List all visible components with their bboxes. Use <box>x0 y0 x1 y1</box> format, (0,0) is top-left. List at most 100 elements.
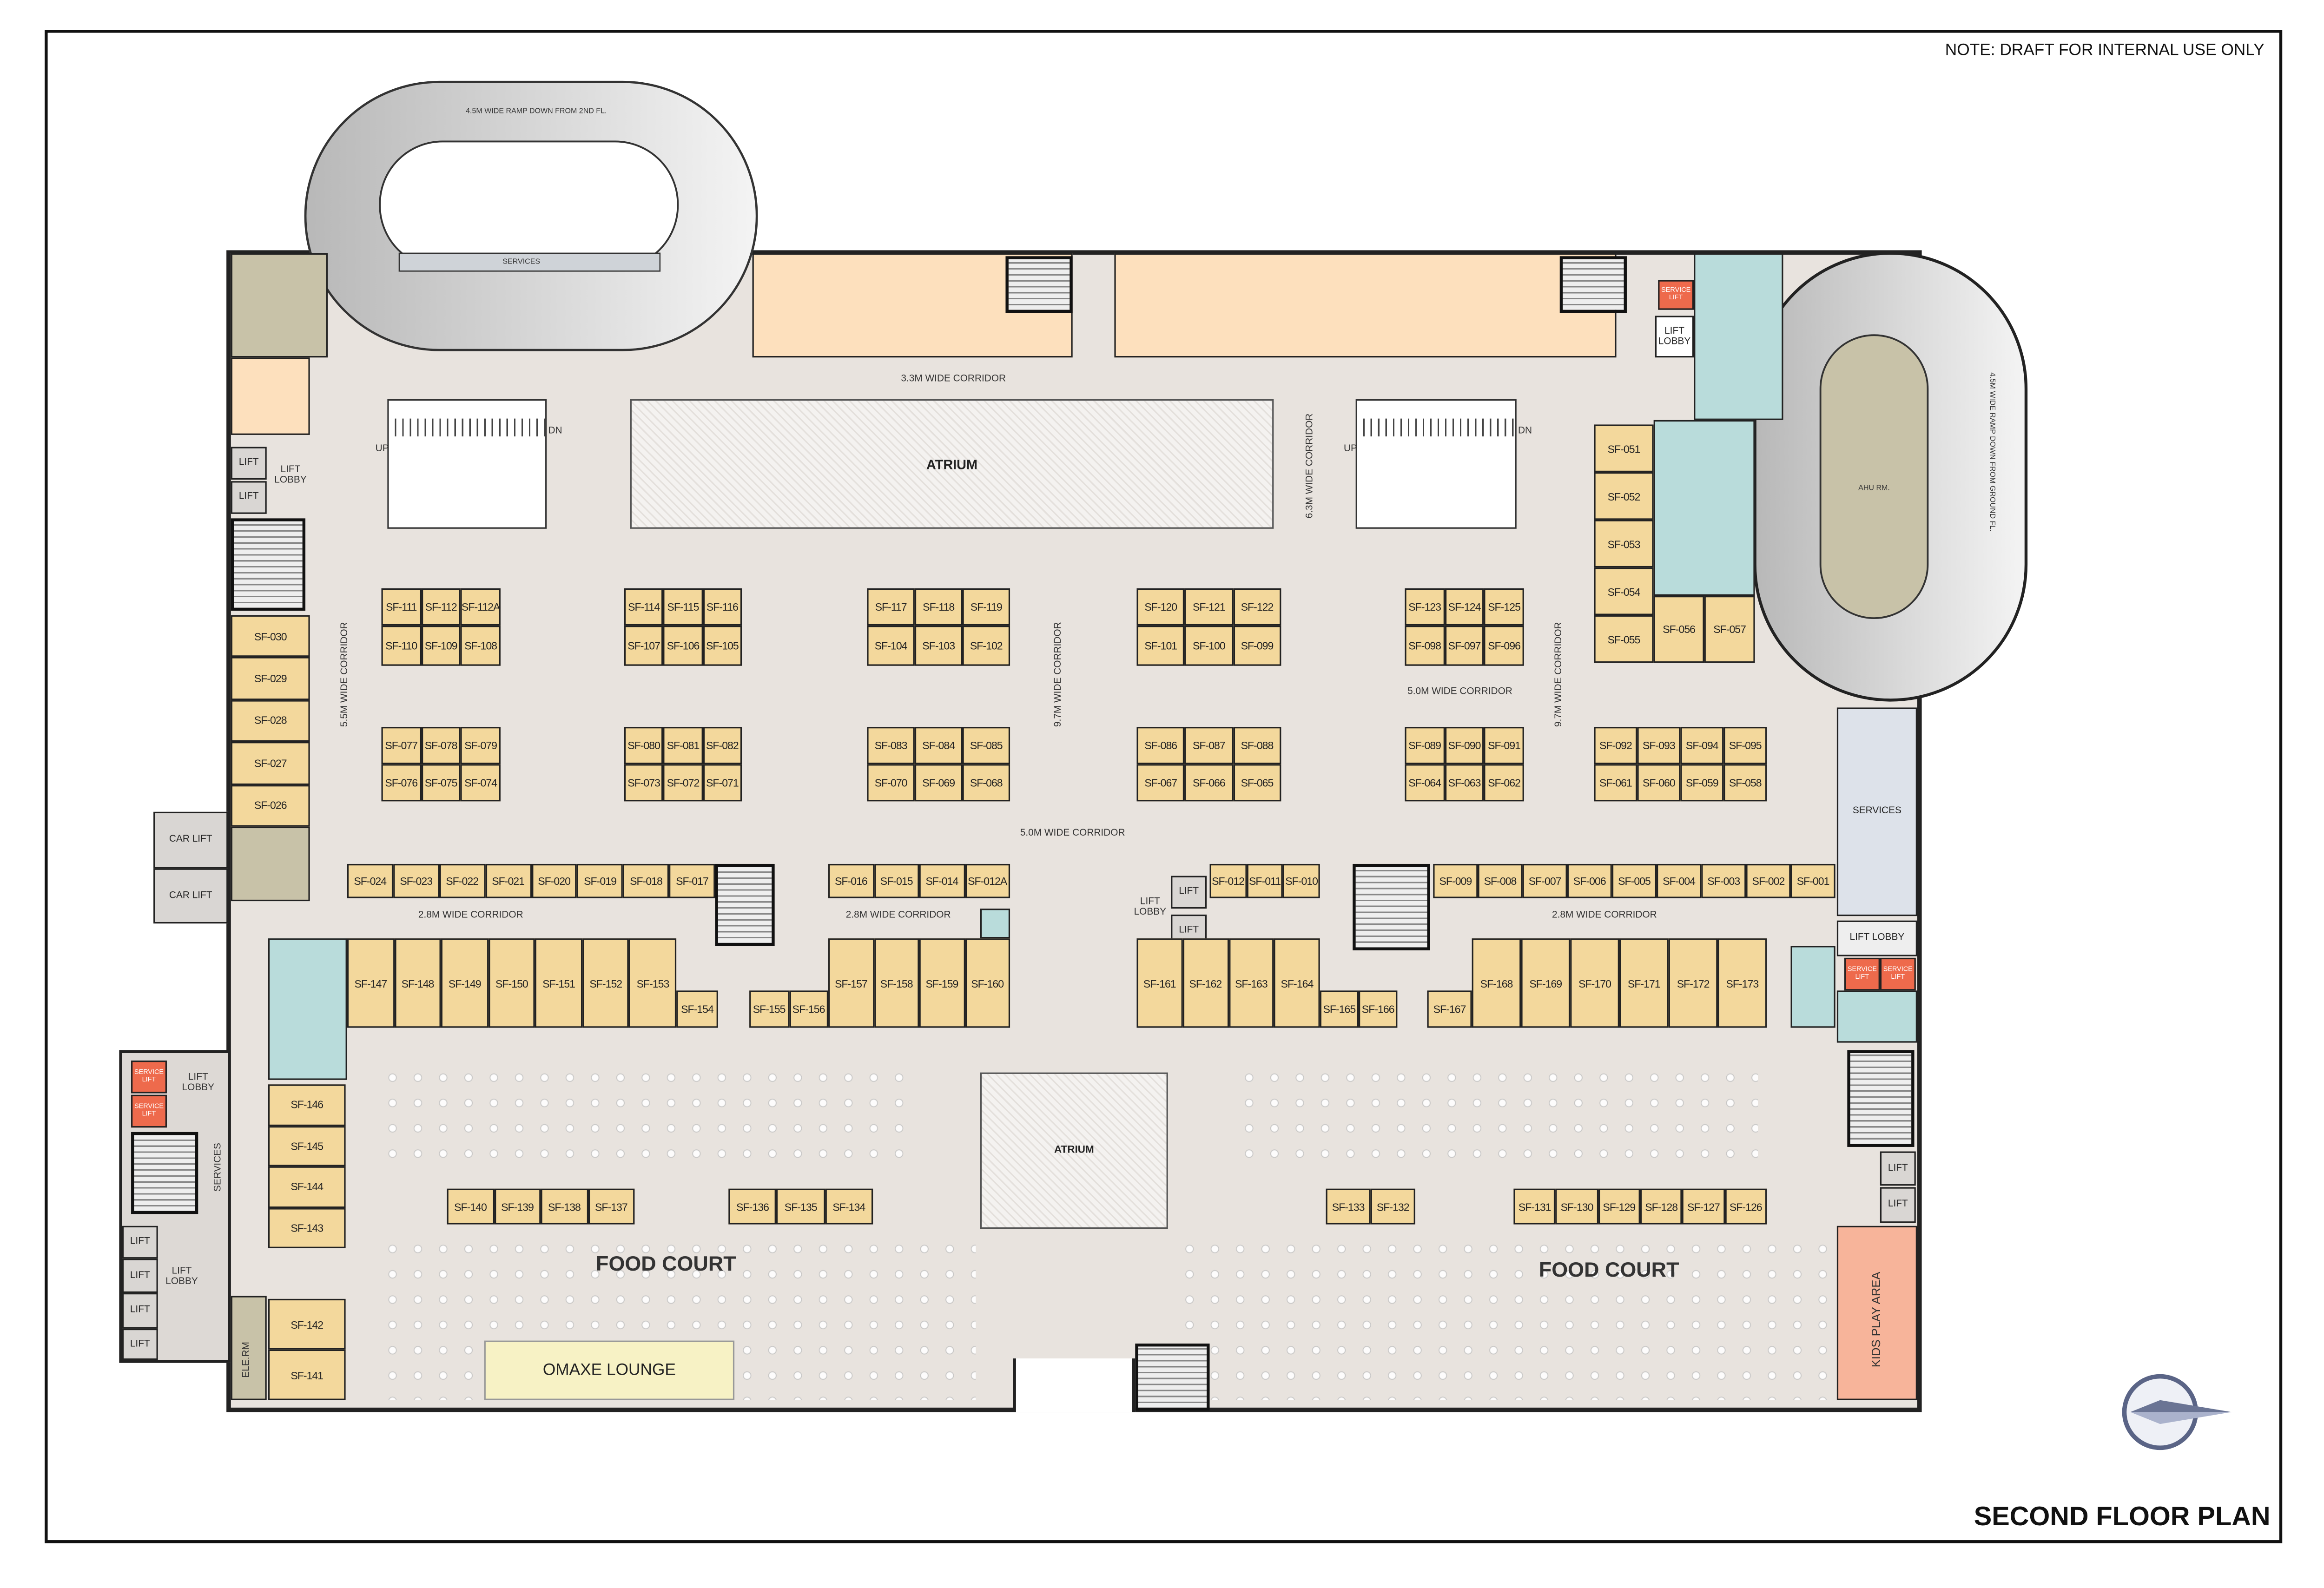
shop-unit: SF-005 <box>1611 863 1657 898</box>
shop-unit: SF-130 <box>1556 1188 1598 1225</box>
ramp-services <box>398 252 661 272</box>
shop-unit: SF-060 <box>1637 764 1681 802</box>
shop-unit: SF-020 <box>531 863 577 898</box>
shop-unit: SF-014 <box>919 863 965 898</box>
service-lift-ne: SERVICE LIFT <box>1658 280 1694 310</box>
shop-unit: SF-169 <box>1521 938 1571 1028</box>
shop-unit: SF-101 <box>1136 626 1185 666</box>
shop-unit: SF-124 <box>1444 588 1485 626</box>
seating-area-ne <box>1236 1065 1758 1170</box>
service-block-east-2 <box>1790 946 1835 1028</box>
corridor-5-5m: 5.5M WIDE CORRIDOR <box>339 622 350 727</box>
lift-lobby-ne: LIFT LOBBY <box>1655 316 1694 358</box>
shop-unit: SF-016 <box>828 863 874 898</box>
shop-unit: SF-064 <box>1405 764 1445 802</box>
shop-unit: SF-079 <box>461 727 501 764</box>
corridor-9-7m-east: 9.7M WIDE CORRIDOR <box>1553 622 1565 727</box>
staircase-east <box>1847 1050 1915 1147</box>
shop-unit: SF-081 <box>663 727 703 764</box>
shop-unit: SF-022 <box>439 863 485 898</box>
shop-unit: SF-086 <box>1136 727 1185 764</box>
shop-unit: SF-019 <box>577 863 623 898</box>
shop-unit: SF-132 <box>1370 1188 1415 1225</box>
shop-unit: SF-029 <box>231 657 310 700</box>
shop-unit: SF-090 <box>1444 727 1485 764</box>
shop-unit: SF-127 <box>1682 1188 1725 1225</box>
shop-unit: SF-063 <box>1444 764 1485 802</box>
shop-unit: SF-153 <box>629 938 677 1028</box>
service-block-c <box>980 909 1010 939</box>
food-court-west-label: FOOD COURT <box>596 1251 736 1275</box>
corridor-9-7m-west: 9.7M WIDE CORRIDOR <box>1053 622 1064 727</box>
service-lift-w2: SERVICE LIFT <box>131 1094 167 1128</box>
shop-unit: SF-128 <box>1640 1188 1683 1225</box>
lift-lobby-center: LIFT LOBBY <box>1134 896 1167 918</box>
shop-unit: SF-109 <box>421 626 461 666</box>
shop-unit: SF-105 <box>702 626 742 666</box>
corridor-6-3m: 6.3M WIDE CORRIDOR <box>1305 413 1316 519</box>
service-block-ne <box>1694 253 1783 420</box>
shop-unit: SF-168 <box>1472 938 1521 1028</box>
corridor-3-3m: 3.3M WIDE CORRIDOR <box>901 374 1006 384</box>
service-block-east-3 <box>1836 990 1917 1043</box>
shop-unit: SF-091 <box>1484 727 1524 764</box>
ahu-room <box>1819 334 1929 619</box>
shop-unit: SF-095 <box>1723 727 1767 764</box>
shop-unit: SF-154 <box>676 990 718 1028</box>
shop-unit: SF-068 <box>962 764 1010 802</box>
shop-unit: SF-083 <box>867 727 915 764</box>
escalator-west <box>387 399 547 529</box>
shop-unit: SF-058 <box>1723 764 1767 802</box>
shop-unit: SF-100 <box>1185 626 1233 666</box>
escalator-east <box>1355 399 1517 529</box>
shop-unit: SF-065 <box>1233 764 1281 802</box>
shop-unit: SF-108 <box>461 626 501 666</box>
shop-unit: SF-171 <box>1619 938 1669 1028</box>
shop-unit: SF-138 <box>541 1188 588 1225</box>
shop-unit: SF-097 <box>1444 626 1485 666</box>
atrium-upper: ATRIUM <box>630 399 1274 529</box>
shop-unit: SF-076 <box>381 764 421 802</box>
shop-unit: SF-162 <box>1182 938 1228 1028</box>
service-lift-e1: SERVICE LIFT <box>1844 957 1880 991</box>
shop-unit: SF-160 <box>964 938 1010 1028</box>
lift-w1: LIFT <box>122 1226 158 1259</box>
shop-unit: SF-102 <box>962 626 1010 666</box>
shop-unit: SF-098 <box>1405 626 1445 666</box>
lift-nw2: LIFT <box>231 481 267 514</box>
shop-unit: SF-144 <box>268 1166 346 1207</box>
corridor-2-8m-east: 2.8M WIDE CORRIDOR <box>1552 910 1657 921</box>
shop-unit: SF-114 <box>624 588 664 626</box>
shop-unit: SF-118 <box>914 588 963 626</box>
shop-unit: SF-072 <box>663 764 703 802</box>
shop-unit: SF-012A <box>964 863 1010 898</box>
shop-unit: SF-106 <box>663 626 703 666</box>
ramp-right-label: 4.5M WIDE RAMP DOWN FROM GROUND FL. <box>1987 372 1996 532</box>
compass-icon <box>2122 1374 2232 1450</box>
services-east: SERVICES <box>1836 707 1917 916</box>
staircase-north-1 <box>1005 256 1073 313</box>
shop-unit: SF-069 <box>914 764 963 802</box>
shop-unit: SF-011 <box>1246 863 1283 898</box>
shop-unit: SF-104 <box>867 626 915 666</box>
shop-unit: SF-122 <box>1233 588 1281 626</box>
lift-lobby-nw: LIFT LOBBY <box>274 464 307 486</box>
shop-unit: SF-135 <box>776 1188 825 1225</box>
shop-unit: SF-167 <box>1427 990 1472 1028</box>
shop-unit: SF-067 <box>1136 764 1185 802</box>
lift-w2: LIFT <box>122 1259 158 1293</box>
car-lift-2: CAR LIFT <box>153 868 228 924</box>
shop-unit: SF-015 <box>873 863 919 898</box>
anchor-unit-north-2 <box>1114 253 1617 358</box>
kids-play-label: KIDS PLAY AREA <box>1869 1272 1883 1368</box>
anchor-unit-nw <box>231 357 310 435</box>
shop-unit: SF-141 <box>268 1349 346 1400</box>
shop-unit: SF-017 <box>669 863 715 898</box>
lift-lobby-w2: LIFT LOBBY <box>165 1266 198 1287</box>
shop-unit: SF-150 <box>488 938 535 1028</box>
shop-unit: SF-099 <box>1233 626 1281 666</box>
shop-unit: SF-054 <box>1594 567 1654 615</box>
shop-unit: SF-004 <box>1657 863 1702 898</box>
shop-unit: SF-158 <box>873 938 919 1028</box>
